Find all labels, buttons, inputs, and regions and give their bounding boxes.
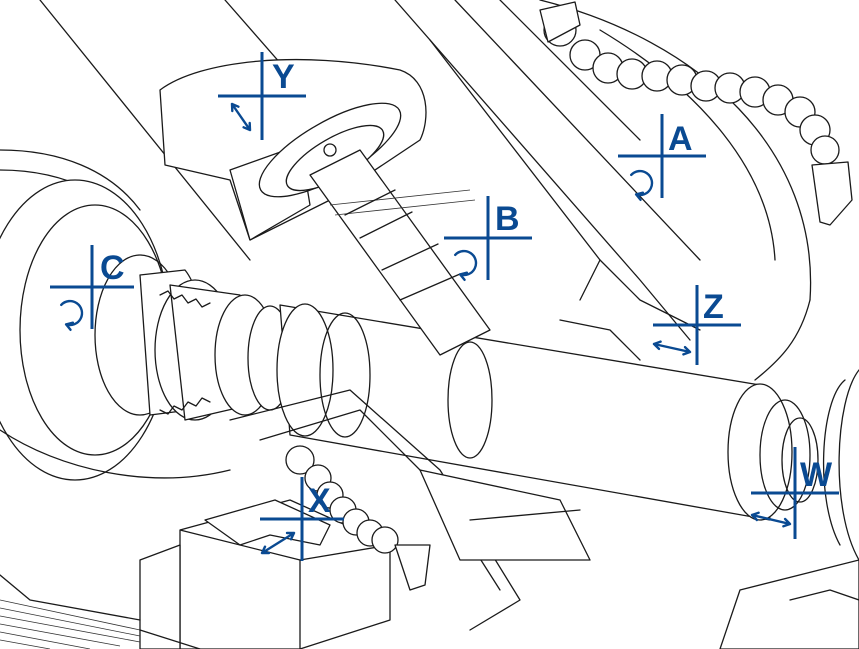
linear-arrow-icon: [230, 102, 252, 132]
axis-marker-z: Z: [652, 285, 741, 365]
axis-marker-x: X: [260, 477, 344, 561]
coolant-hose-top: [539, 1, 853, 226]
axis-marker-c: C: [50, 245, 134, 331]
lower-turret: [229, 389, 591, 631]
axis-crosshair: [618, 114, 706, 198]
coolant-hose-bottom: [285, 445, 431, 591]
linear-arrow-icon: [750, 511, 792, 528]
milling-spindle: [159, 58, 491, 356]
axis-label: A: [668, 120, 693, 158]
axis-marker-y: Y: [218, 52, 306, 140]
chuck: [154, 279, 293, 421]
axis-marker-b: B: [444, 196, 532, 281]
rotation-arrow-icon: [60, 299, 84, 331]
axis-crosshair: [260, 477, 344, 561]
axis-marker-a: A: [618, 114, 706, 201]
axis-label: B: [495, 200, 520, 238]
axis-crosshair: [751, 447, 839, 539]
axis-crosshair: [50, 245, 134, 329]
axis-label: C: [100, 249, 125, 287]
axis-crosshair: [218, 52, 306, 140]
axis-crosshair: [653, 285, 741, 365]
machine-bed: [0, 574, 201, 649]
x-slide-block: [139, 499, 391, 649]
rotary-housing-right: [539, 0, 812, 381]
axis-markers: Y A B C Z X W: [50, 52, 839, 561]
tailstock: [719, 369, 859, 649]
axis-marker-w: W: [750, 447, 839, 539]
axis-label: Z: [703, 288, 724, 326]
rotation-arrow-icon: [630, 169, 654, 201]
rotation-arrow-icon: [454, 249, 478, 281]
axis-crosshair: [444, 196, 532, 280]
axis-label: Y: [272, 58, 295, 96]
workpiece: [276, 303, 819, 521]
linear-arrow-icon: [652, 340, 692, 356]
axis-label: X: [308, 482, 331, 520]
machine-frame: [39, 0, 701, 361]
axis-label: W: [800, 456, 833, 494]
linear-arrow-icon: [260, 531, 296, 555]
